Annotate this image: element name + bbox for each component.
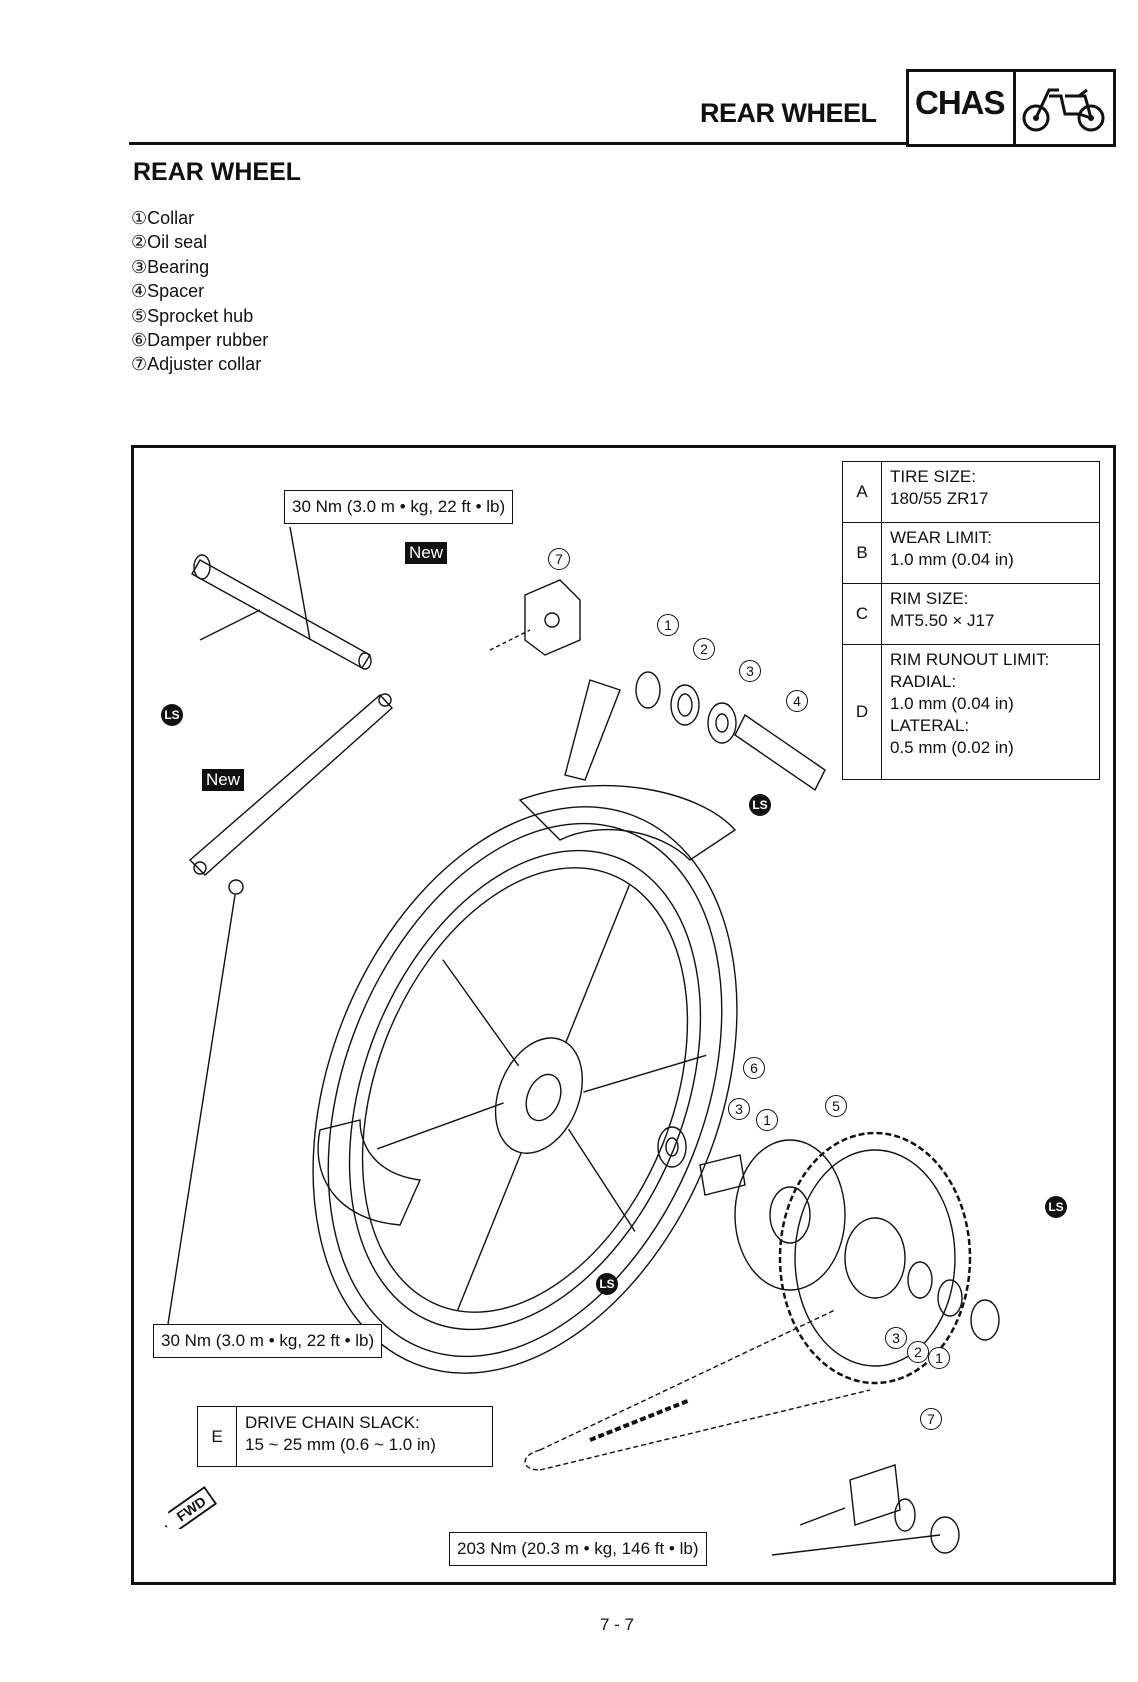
callout-bearing: 3 xyxy=(885,1327,907,1349)
callout-adjuster-collar: 7 xyxy=(920,1408,942,1430)
drive-chain xyxy=(524,1309,871,1471)
torque-label-adjuster-bolt: 30 Nm (3.0 m • kg, 22 ft • lb) xyxy=(284,490,514,524)
callout-bearing: 3 xyxy=(739,660,761,682)
part-item: ④Spacer xyxy=(131,281,205,302)
part-item: ②Oil seal xyxy=(131,232,208,253)
brake-arm xyxy=(564,679,621,781)
callout-oil-seal: 2 xyxy=(693,638,715,660)
part-item: ⑦Adjuster collar xyxy=(131,354,262,375)
motorcycle-icon xyxy=(1022,88,1105,132)
callout-adjuster-collar: 7 xyxy=(548,548,570,570)
callout-collar: 1 xyxy=(756,1109,778,1131)
new-part-tag: New xyxy=(405,542,448,564)
callout-collar: 1 xyxy=(657,614,679,636)
spec-row-tire-size: A TIRE SIZE:180/55 ZR17 xyxy=(843,462,1099,523)
lithium-grease-icon: LS xyxy=(749,794,771,816)
sprocket-hub xyxy=(734,1139,846,1291)
lithium-grease-icon: LS xyxy=(596,1273,618,1295)
torque-label-link-bolt: 30 Nm (3.0 m • kg, 22 ft • lb) xyxy=(153,1324,383,1358)
spec-row-wear-limit: B WEAR LIMIT:1.0 mm (0.04 in) xyxy=(843,523,1099,584)
callout-damper-rubber: 6 xyxy=(743,1057,765,1079)
diagram-frame xyxy=(131,445,1116,1585)
chapter-tag-box: CHAS xyxy=(906,69,1116,147)
callout-sprocket-hub: 5 xyxy=(825,1095,847,1117)
sprocket xyxy=(778,1131,972,1385)
callout-collar: 1 xyxy=(928,1347,950,1369)
spec-row-rim-size: C RIM SIZE:MT5.50 × J17 xyxy=(843,584,1099,645)
callout-bearing: 3 xyxy=(728,1098,750,1120)
callout-oil-seal: 2 xyxy=(907,1341,929,1363)
wheel xyxy=(312,806,738,1374)
spec-table: A TIRE SIZE:180/55 ZR17 B WEAR LIMIT:1.0… xyxy=(842,461,1100,780)
tire-cutaway xyxy=(518,784,737,861)
lithium-grease-icon: LS xyxy=(161,704,183,726)
header-rule xyxy=(129,142,907,145)
part-item: ③Bearing xyxy=(131,256,210,277)
page-title: REAR WHEEL xyxy=(133,158,302,186)
parts-list: ①Collar ②Oil seal ③Bearing ④Spacer ⑤Spro… xyxy=(131,206,268,377)
axle xyxy=(191,554,372,670)
chapter-tag: CHAS xyxy=(915,84,1006,121)
header-section-title: REAR WHEEL xyxy=(700,98,877,128)
part-item: ⑥Damper rubber xyxy=(131,330,269,351)
page-number: 7 - 7 xyxy=(600,1615,635,1634)
link-rod xyxy=(188,694,393,876)
spec-row-rim-runout: D RIM RUNOUT LIMIT:RADIAL:1.0 mm (0.04 i… xyxy=(843,645,1099,779)
callout-spacer: 4 xyxy=(786,690,808,712)
lithium-grease-icon: LS xyxy=(1045,1196,1067,1218)
chapter-tag-divider xyxy=(1013,72,1016,144)
chain-slack-box: E DRIVE CHAIN SLACK:15 ~ 25 mm (0.6 ~ 1.… xyxy=(197,1406,493,1467)
new-part-tag: New xyxy=(202,769,245,791)
part-item: ⑤Sprocket hub xyxy=(131,305,254,326)
adjuster-block xyxy=(489,579,581,656)
torque-label-axle-nut: 203 Nm (20.3 m • kg, 146 ft • lb) xyxy=(449,1532,707,1566)
part-item: ①Collar xyxy=(131,208,195,228)
